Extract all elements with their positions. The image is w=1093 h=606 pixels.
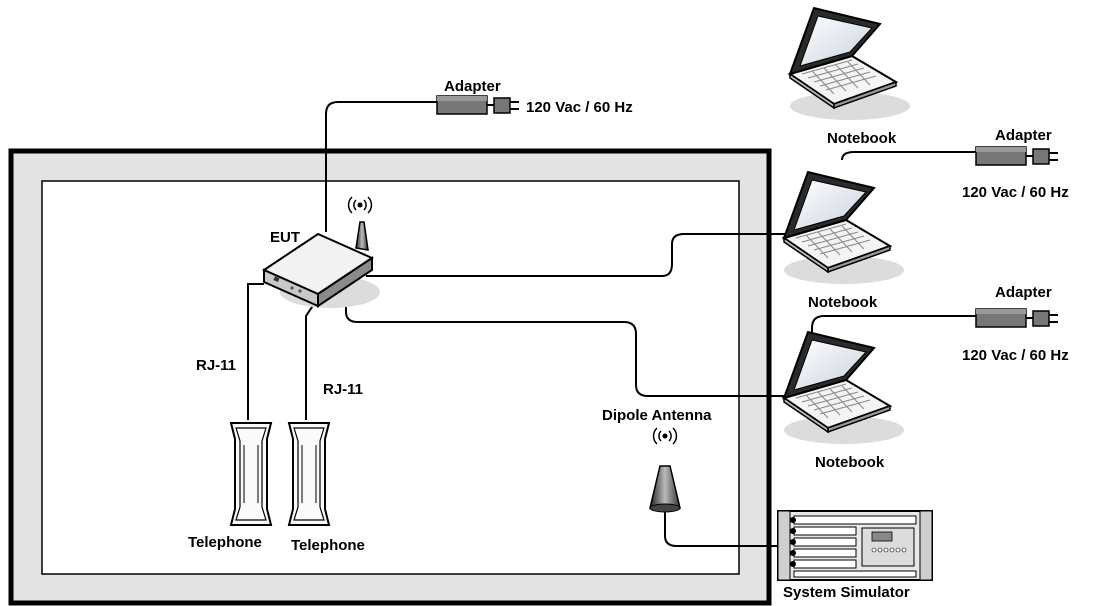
adapter-mid-label: Adapter: [995, 127, 1052, 144]
notebook-bottom-label: Notebook: [815, 454, 885, 471]
notebook-mid-label: Notebook: [808, 294, 878, 311]
adapter-bottom-icon: [975, 308, 1059, 328]
adapter-bottom-label: Adapter: [995, 284, 1052, 301]
rj11-right-label: RJ-11: [323, 381, 363, 398]
rj11-left-label: RJ-11: [196, 357, 236, 374]
dipole-antenna-label: Dipole Antenna: [602, 407, 712, 424]
notebook-bottom-icon: [783, 331, 905, 445]
adapter-top-label: Adapter: [444, 78, 501, 95]
system-simulator-label: System Simulator: [783, 584, 910, 601]
telephone-right-icon: [288, 422, 330, 526]
adapter-mid-icon: [975, 146, 1059, 166]
dipole-antenna: [649, 427, 681, 513]
telephone-left-icon: [230, 422, 272, 526]
labels: EUT Adapter 120 Vac / 60 Hz Adapter 120 …: [188, 78, 1069, 601]
power-mid-label: 120 Vac / 60 Hz: [962, 184, 1069, 201]
adapter-top-icon: [436, 95, 520, 115]
telephone-left-label: Telephone: [188, 534, 262, 551]
power-bottom-label: 120 Vac / 60 Hz: [962, 347, 1069, 364]
eut-label: EUT: [270, 229, 300, 246]
shielded-room-inner: [41, 180, 740, 575]
notebook-mid-icon: [783, 171, 905, 285]
eut-router: [261, 196, 380, 308]
notebook-top-icon: [789, 7, 911, 121]
system-simulator: [777, 510, 933, 581]
notebook-top-label: Notebook: [827, 130, 897, 147]
power-top-label: 120 Vac / 60 Hz: [526, 99, 633, 116]
cables: [247, 101, 976, 547]
telephone-right-label: Telephone: [291, 537, 365, 554]
